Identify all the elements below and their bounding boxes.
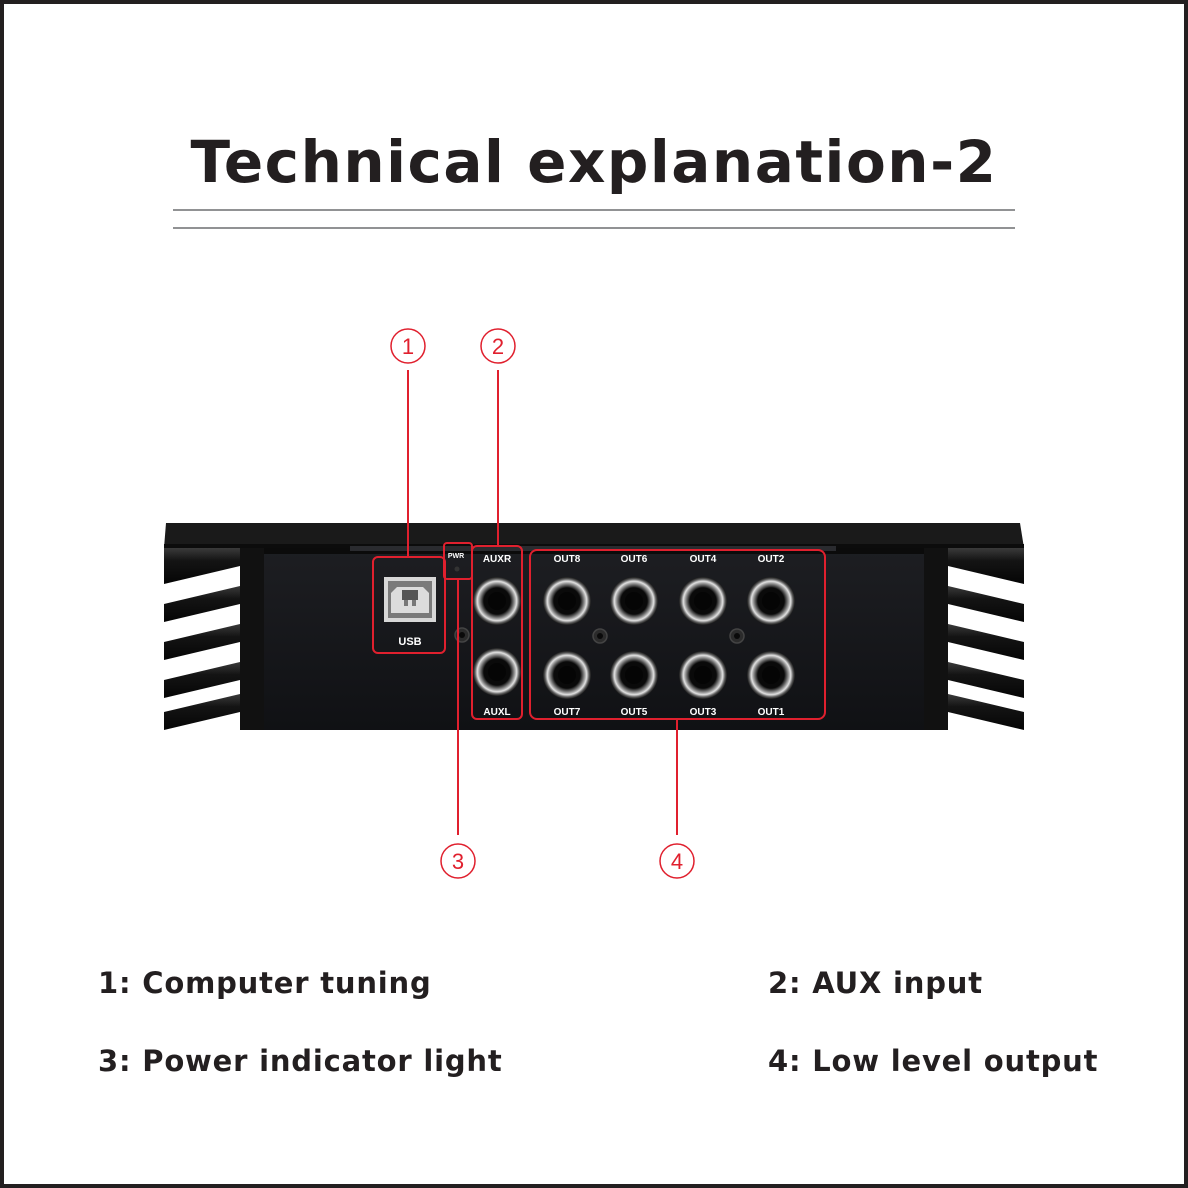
legend-item-4: 4: Low level output [768,1044,1099,1078]
legend-item-2: 2: AUX input [768,966,983,1000]
usb-label: USB [398,636,421,648]
callout-number-2: 2 [492,334,504,359]
out6-label: OUT6 [621,554,648,565]
legend-item-3: 3: Power indicator light [98,1044,503,1078]
device-top-plate [164,523,1024,548]
callout-annotations [372,328,826,879]
callout-circle-4 [659,843,695,879]
callout-circle-3 [440,843,476,879]
usb-port [384,577,436,622]
out3-label: OUT3 [690,707,717,718]
legend-item-1: 1: Computer tuning [98,966,432,1000]
callout-circle-2 [480,328,516,364]
callout-number-4: 4 [671,849,683,874]
callout-number-1: 1 [402,334,414,359]
right-heatsink [920,548,1024,730]
out4-label: OUT4 [690,554,717,565]
out8-label: OUT8 [554,554,581,565]
left-heatsink [164,548,268,730]
pwr-label: PWR [448,553,464,560]
out-jacks-bottom-row [543,651,795,699]
dsp-amplifier-device: USB PWR AUXR AUXL OUT8 OUT6 OUT4 OUT2 [164,523,1024,730]
aux-r-label: AUXR [483,554,512,565]
out5-label: OUT5 [621,707,648,718]
page-title: Technical explanation-2 [190,128,998,196]
out2-label: OUT2 [758,554,785,565]
aux-l-label: AUXL [483,707,510,718]
out7-label: OUT7 [554,707,581,718]
power-led [454,566,460,572]
callout-circle-1 [390,328,426,364]
out1-label: OUT1 [758,707,785,718]
out-jacks-top-row [543,577,795,625]
callout-number-3: 3 [452,849,464,874]
